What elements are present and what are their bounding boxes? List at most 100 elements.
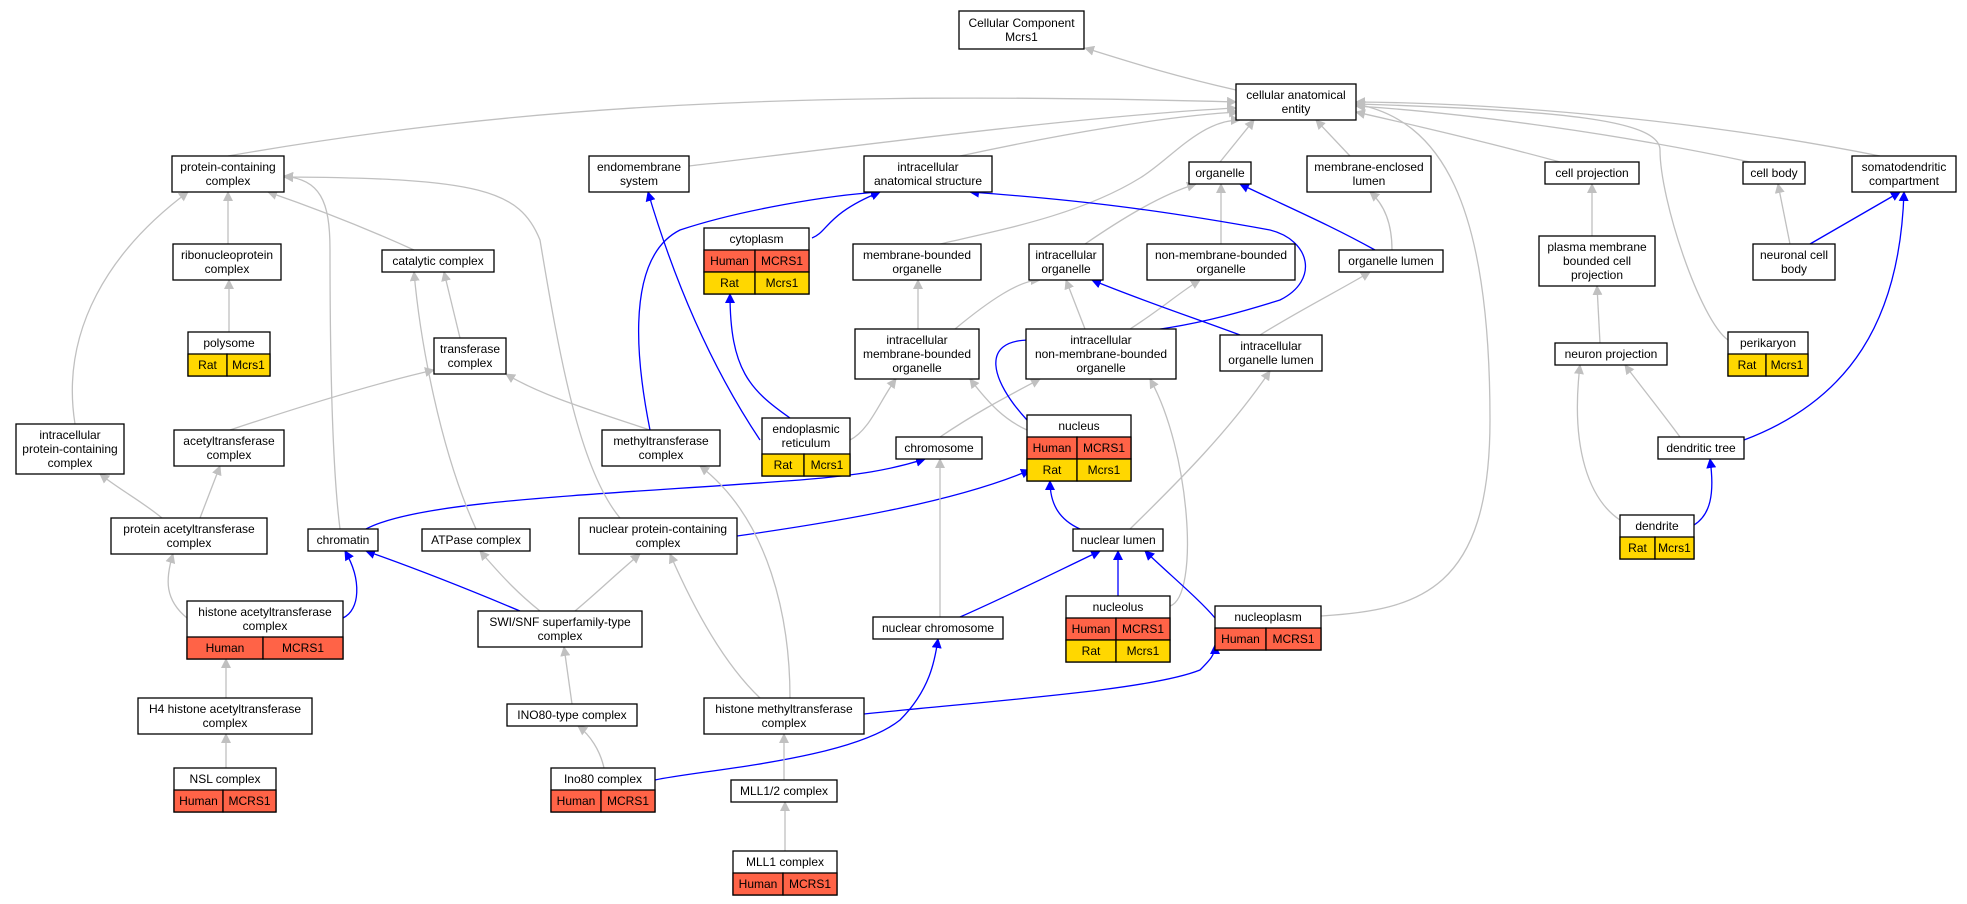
node-label: non-membrane-bounded bbox=[1035, 347, 1167, 361]
gene-cell bbox=[1654, 536, 1695, 560]
node-label: cell body bbox=[1750, 166, 1797, 180]
node-box bbox=[1219, 334, 1323, 372]
edge-organelle-to-cae-is-a bbox=[1219, 119, 1255, 163]
edge-inmbo-to-io-is-a bbox=[1064, 279, 1086, 330]
gene-cell bbox=[222, 789, 277, 813]
gene-cell bbox=[1115, 639, 1171, 663]
node-inmbo[interactable]: intracellularnon-membrane-boundedorganel… bbox=[1025, 328, 1177, 380]
edge-nucleus-to-imbo-is-a bbox=[969, 378, 1028, 431]
edge-npcc-to-nucleus-part-of bbox=[736, 468, 1031, 537]
edge-chromatin-to-chromosome-part-of bbox=[365, 456, 926, 530]
node-cellbody[interactable]: cell body bbox=[1742, 161, 1806, 185]
node-label: complex bbox=[243, 619, 288, 633]
node-label: complex bbox=[636, 536, 681, 550]
edge-hmtc-to-npcc-is-a bbox=[669, 553, 761, 699]
edge-dendrite-to-neuronproj-is-a bbox=[1573, 364, 1621, 521]
node-neuronproj[interactable]: neuron projection bbox=[1554, 342, 1668, 366]
node-cellproj[interactable]: cell projection bbox=[1544, 161, 1640, 185]
species-label: Rat bbox=[1628, 541, 1647, 555]
gene-label: Mcrs1 bbox=[1088, 463, 1121, 477]
node-label: membrane-bounded bbox=[863, 347, 971, 361]
node-label: dendritic tree bbox=[1666, 441, 1736, 455]
node-label: nucleus bbox=[1058, 419, 1099, 433]
edge-chromatin-to-pcc-is-a bbox=[283, 172, 341, 530]
node-label: complex bbox=[205, 262, 250, 276]
edge-pac-to-ipcc-is-a bbox=[99, 473, 163, 519]
edge-nucleus-to-ias-part-of bbox=[969, 187, 1307, 421]
node-box bbox=[173, 429, 285, 467]
node-box bbox=[1851, 155, 1957, 193]
gene-label: MCRS1 bbox=[1083, 441, 1125, 455]
edge-olumen-to-mel-is-a bbox=[1369, 191, 1393, 251]
edge-cellbody-to-cae-is-a bbox=[1355, 101, 1751, 163]
node-chromosome[interactable]: chromosome bbox=[895, 436, 983, 460]
node-mll12[interactable]: MLL1/2 complex bbox=[730, 779, 838, 803]
edge-somato-to-cae-is-a bbox=[1355, 97, 1881, 157]
node-organelle[interactable]: organelle bbox=[1188, 161, 1252, 185]
node-label: endoplasmic bbox=[772, 422, 839, 436]
edge-mel-to-cae-is-a bbox=[1315, 119, 1351, 157]
node-label: bounded cell bbox=[1563, 254, 1631, 268]
species-label: Rat bbox=[720, 276, 739, 290]
node-nchrom[interactable]: nuclear chromosome bbox=[872, 616, 1004, 640]
node-label: dendrite bbox=[1635, 519, 1679, 533]
node-box bbox=[307, 528, 379, 552]
node-chromatin[interactable]: chromatin bbox=[307, 528, 379, 552]
node-label: membrane-bounded bbox=[863, 248, 971, 262]
node-olumen[interactable]: organelle lumen bbox=[1338, 249, 1444, 273]
node-label: nuclear protein-containing bbox=[589, 522, 727, 536]
node-dtree[interactable]: dendritic tree bbox=[1657, 436, 1745, 460]
node-catalytic[interactable]: catalytic complex bbox=[381, 249, 495, 273]
node-label: complex bbox=[203, 716, 248, 730]
node-label: non-membrane-bounded bbox=[1155, 248, 1287, 262]
edge-swisnf-to-atpase-is-a bbox=[479, 550, 541, 612]
node-atpase[interactable]: ATPase complex bbox=[421, 528, 531, 552]
node-box bbox=[1072, 528, 1164, 552]
node-label: methyltransferase bbox=[613, 434, 709, 448]
node-ino80type[interactable]: INO80-type complex bbox=[506, 703, 638, 727]
edge-pac-to-acetyl-is-a bbox=[199, 465, 222, 519]
gene-label: Mcrs1 bbox=[1771, 358, 1804, 372]
edge-inmbo-to-nmbo-is-a bbox=[1129, 279, 1201, 330]
node-box bbox=[1025, 328, 1177, 380]
edge-nucleolus-to-inmbo-is-a bbox=[1149, 378, 1189, 607]
node-nlumen[interactable]: nuclear lumen bbox=[1072, 528, 1164, 552]
gene-cell bbox=[1076, 458, 1132, 482]
